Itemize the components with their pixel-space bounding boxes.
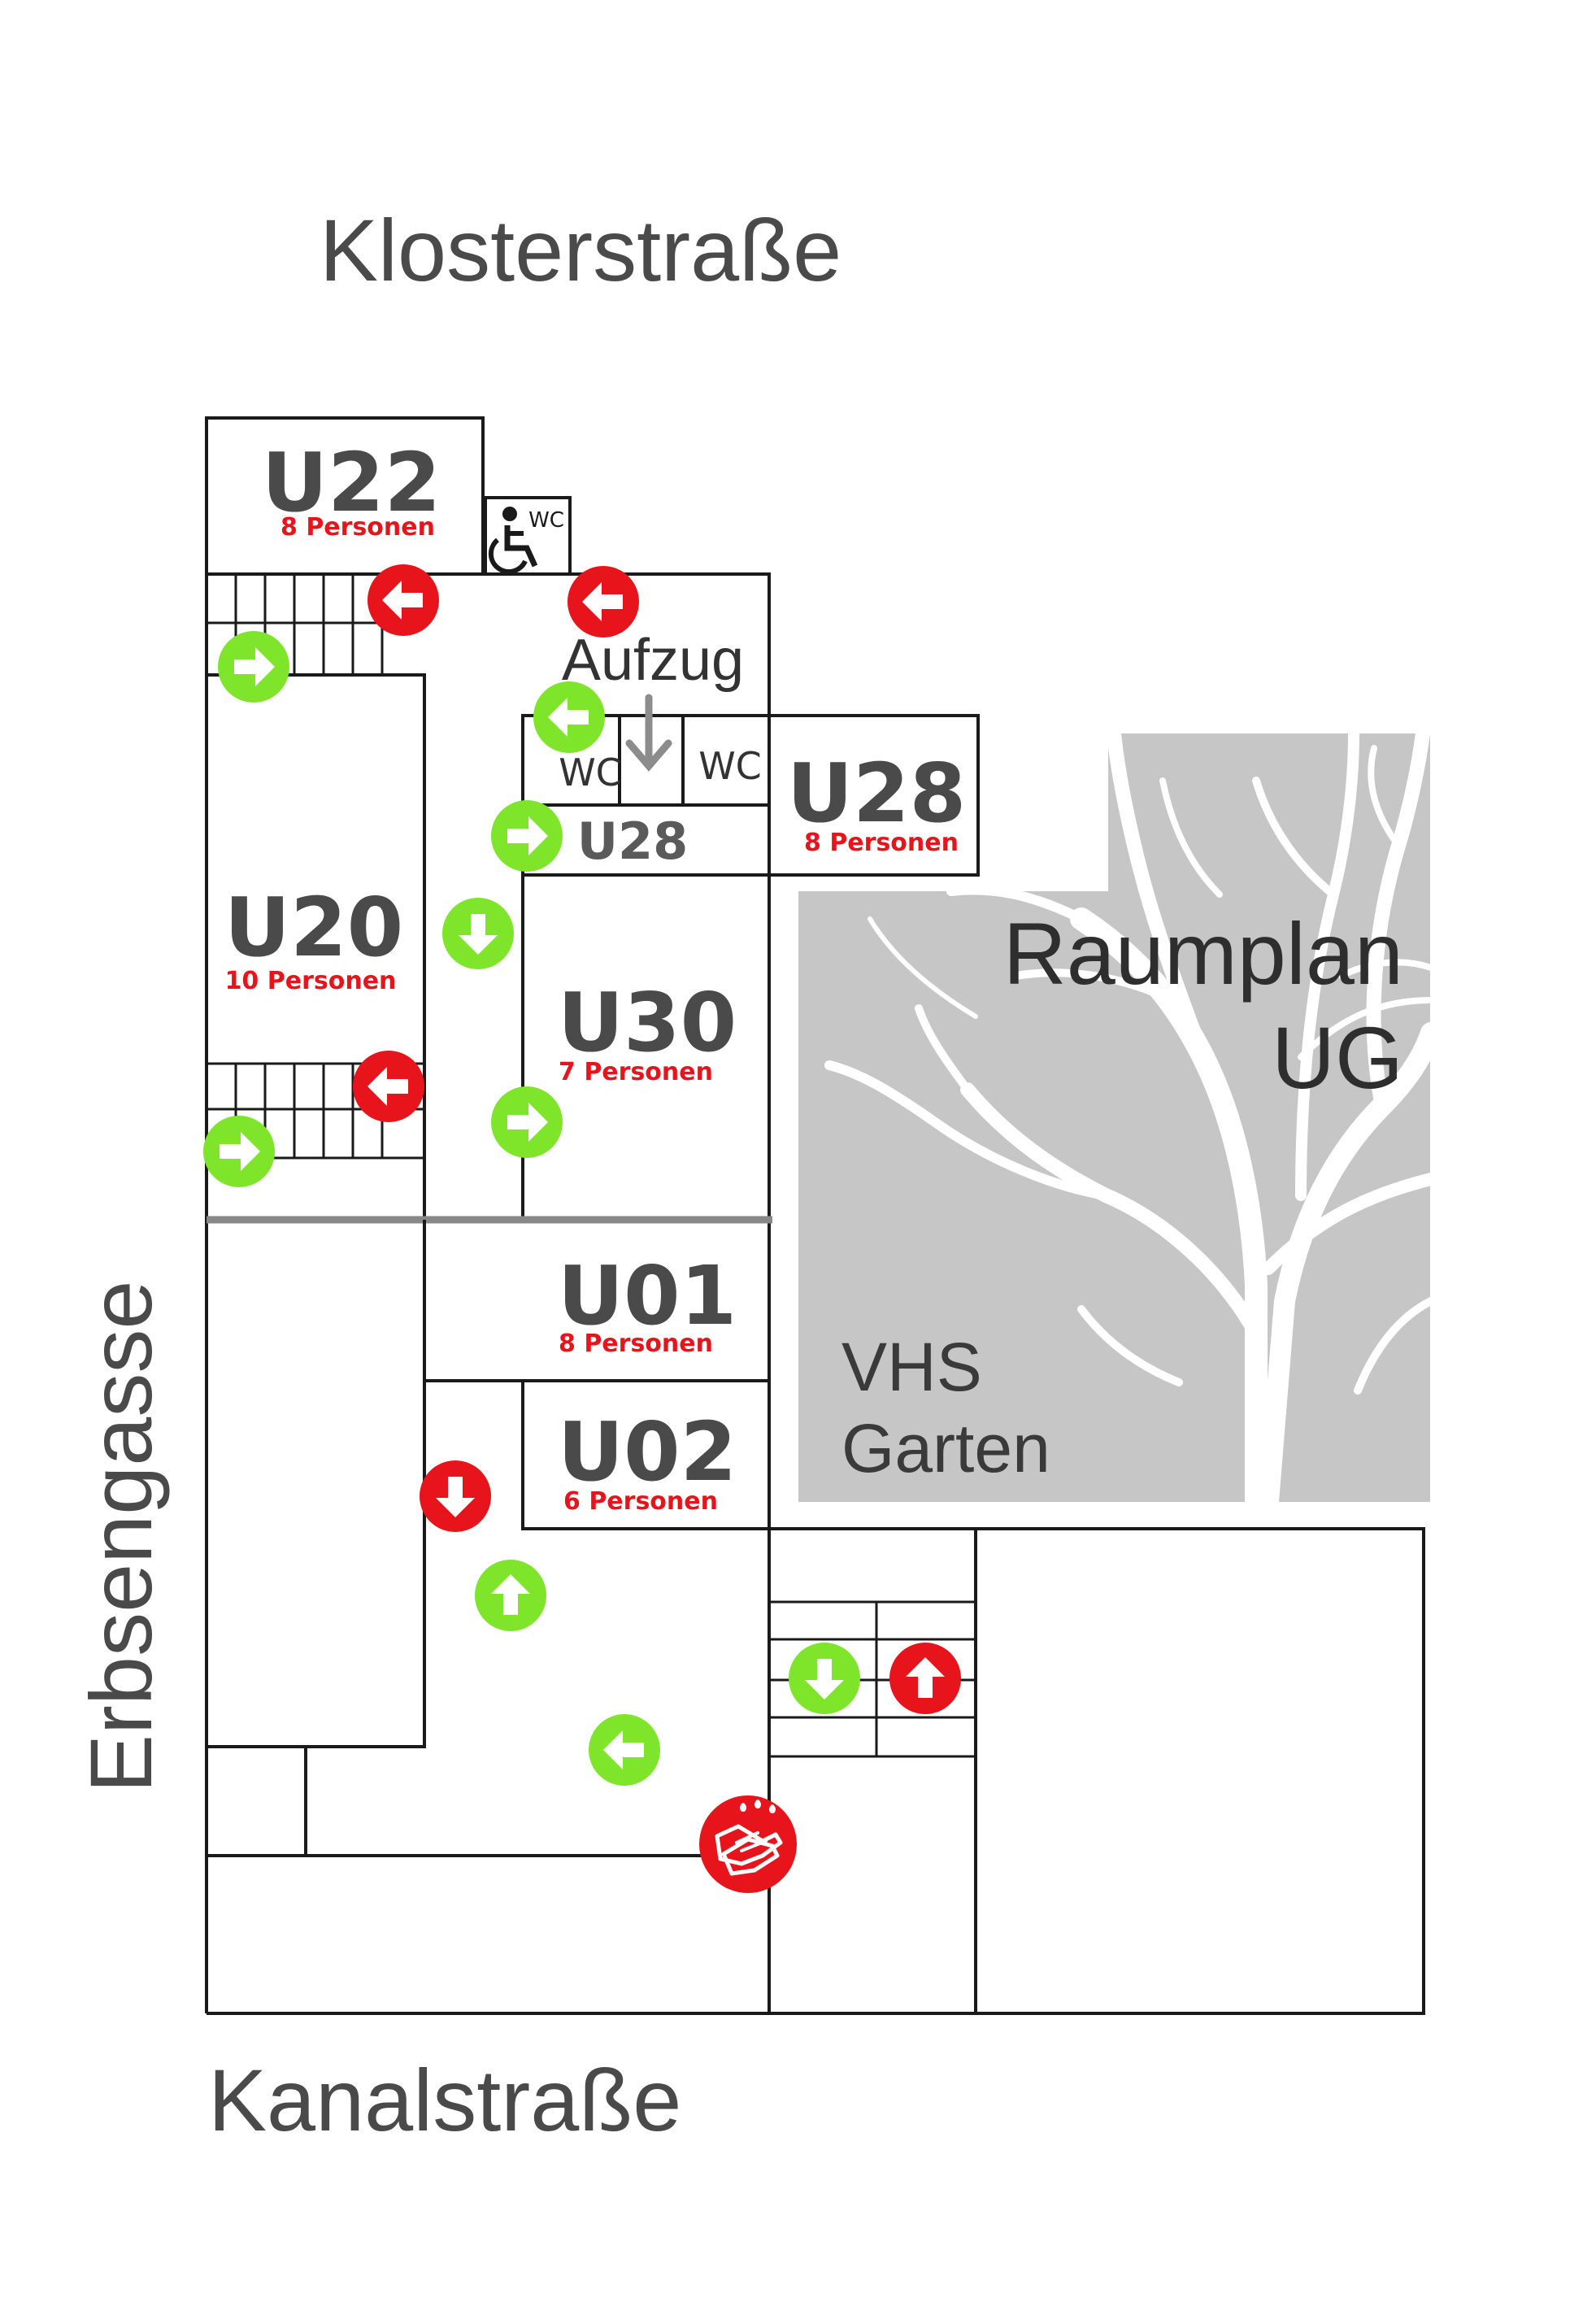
room-capacity: 10 Personen bbox=[225, 967, 397, 995]
room-name: U22 bbox=[262, 435, 441, 530]
room-u22: U22 8 Personen bbox=[262, 435, 441, 542]
arrow-icon-green-left-1 bbox=[533, 681, 605, 753]
garden-label-line-2: Garten bbox=[841, 1410, 1050, 1486]
arrow-icon-red-up-1 bbox=[889, 1643, 961, 1714]
room-name: U28 bbox=[787, 746, 966, 841]
room-u28: U28 8 Personen bbox=[787, 746, 966, 857]
room-u02: U02 6 Personen bbox=[558, 1404, 737, 1516]
arrow-icon-red-left-1 bbox=[367, 564, 439, 636]
wc-label-right: WC bbox=[698, 744, 762, 788]
arrow-icon-green-down-1 bbox=[442, 898, 514, 969]
arrow-icon-green-right-2 bbox=[491, 800, 563, 872]
elevator-arrow-icon bbox=[625, 694, 672, 772]
arrow-icon-green-right-1 bbox=[218, 631, 289, 703]
room-u01: U01 8 Personen bbox=[558, 1248, 737, 1358]
room-name: U02 bbox=[558, 1404, 737, 1499]
room-name: U20 bbox=[224, 880, 403, 975]
street-north-label: Klosterstraße bbox=[320, 201, 841, 299]
wheelchair-icon bbox=[488, 507, 538, 575]
plan-title-line-2: UG bbox=[1272, 1008, 1403, 1107]
garden-area bbox=[798, 726, 1442, 1513]
arrow-icon-green-right-4 bbox=[203, 1116, 275, 1187]
elevator-label: Aufzug bbox=[562, 628, 744, 693]
room-u20: U20 10 Personen bbox=[224, 880, 403, 995]
arrow-icon-green-up-1 bbox=[475, 1560, 546, 1631]
arrow-icon-green-down-2 bbox=[789, 1643, 860, 1714]
arrow-icon-green-right-3 bbox=[491, 1086, 563, 1158]
hand-disinfection-icon bbox=[699, 1795, 797, 1893]
stairs-south-east bbox=[769, 1600, 976, 1758]
arrow-icon-red-down-1 bbox=[420, 1460, 491, 1532]
plan-title-line-1: Raumplan bbox=[1003, 904, 1403, 1003]
arrow-icon-green-left-2 bbox=[589, 1714, 660, 1786]
garden-label-line-1: VHS bbox=[841, 1329, 982, 1405]
room-name: U30 bbox=[558, 975, 737, 1070]
room-capacity: 6 Personen bbox=[563, 1487, 718, 1516]
u28-corridor-label: U28 bbox=[577, 812, 689, 871]
arrow-icon-red-left-2 bbox=[568, 566, 639, 638]
room-name: U01 bbox=[558, 1248, 737, 1343]
arrow-icon-red-left-3 bbox=[353, 1051, 424, 1122]
wheelchair-wc-label: WC bbox=[528, 508, 564, 533]
room-capacity: 7 Personen bbox=[559, 1058, 713, 1086]
room-u30: U30 7 Personen bbox=[558, 975, 737, 1086]
street-south-label: Kanalstraße bbox=[208, 2051, 681, 2149]
wc-label-left: WC bbox=[559, 751, 622, 794]
street-west-label: Erbsengasse bbox=[72, 1281, 170, 1793]
room-capacity: 8 Personen bbox=[280, 513, 435, 542]
room-capacity: 8 Personen bbox=[559, 1330, 713, 1358]
tree-icon bbox=[824, 726, 1442, 1513]
building-walls bbox=[205, 416, 1425, 2015]
room-capacity: 8 Personen bbox=[804, 829, 959, 857]
